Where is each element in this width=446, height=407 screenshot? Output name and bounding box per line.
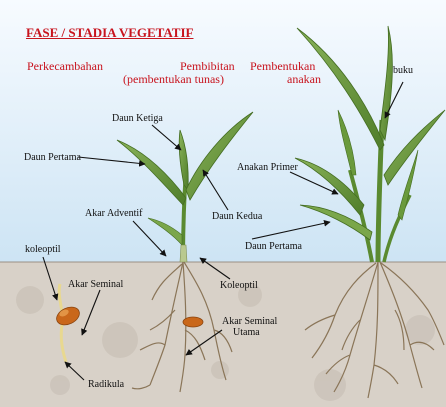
phase-pembentukan-tunas: (pembentukan tunas) [123,73,224,85]
label-daun-ketiga: Daun Ketiga [112,114,163,124]
label-daun-pertama-right: Daun Pertama [245,242,302,252]
label-akar-adventif: Akar Adventif [85,209,143,219]
label-buku: buku [393,66,413,76]
label-akar-seminal-utama-line1: Akar Seminal [222,317,277,327]
phase-anakan: anakan [287,73,321,85]
seedling-koleoptil [180,245,187,262]
diagram-title: FASE / STADIA VEGETATIF [26,26,193,39]
label-koleoptil-mid: Koleoptil [220,281,258,291]
label-daun-pertama-left: Daun Pertama [24,153,81,163]
label-daun-kedua: Daun Kedua [212,212,262,222]
phase-perkecambahan: Perkecambahan [27,60,103,72]
phase-pembentukan: Pembentukan [250,60,315,72]
phase-pembibitan: Pembibitan [180,60,235,72]
label-radikula: Radikula [88,380,124,390]
label-akar-seminal-utama-line2: Utama [233,328,260,338]
label-anakan-primer: Anakan Primer [237,163,298,173]
label-akar-seminal: Akar Seminal [68,280,123,290]
label-koleoptil-left: koleoptil [25,245,61,255]
seedling-seed [183,317,203,327]
